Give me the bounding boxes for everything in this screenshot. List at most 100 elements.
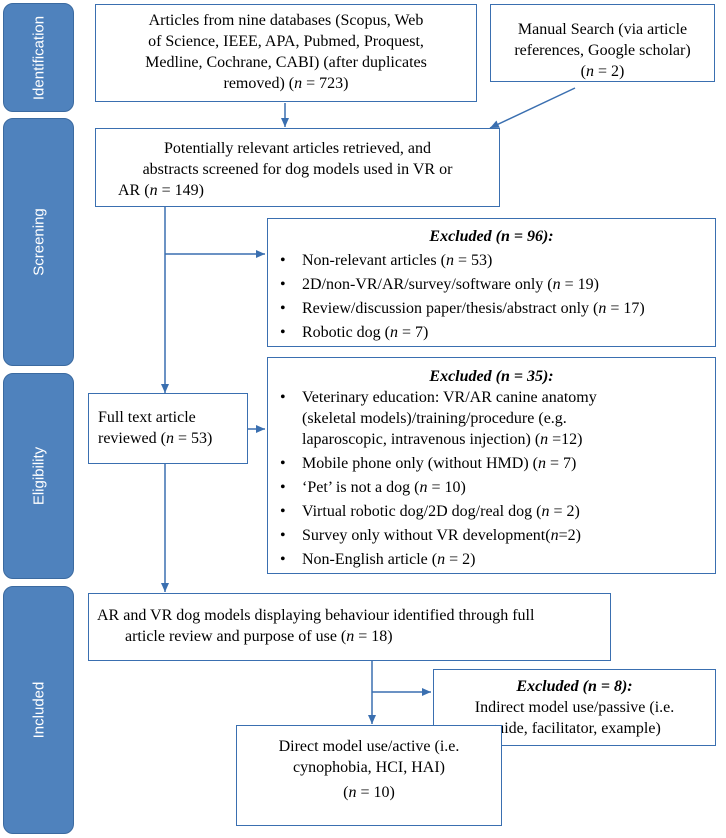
n-symbol: n <box>348 784 357 801</box>
list-item: ‘Pet’ is not a dog (n = 10) <box>268 477 715 498</box>
text: Robotic dog ( <box>302 324 390 341</box>
excluded-8-heading: Excluded (n = 8): <box>516 678 633 695</box>
text: =2) <box>558 527 581 544</box>
excluded-96-heading: Excluded (n = 96): <box>429 228 554 245</box>
direct-line: cynophobia, HCI, HAI) <box>293 759 445 776</box>
n-symbol: n <box>541 503 550 520</box>
text: = 10) <box>427 479 466 496</box>
text: Mobile phone only (without HMD) ( <box>302 455 538 472</box>
list-item: Survey only without VR development(n=2) <box>268 525 715 546</box>
n-symbol: n <box>294 75 303 92</box>
text: = 2) <box>593 63 625 80</box>
screened-line: abstracts screened for dog models used i… <box>142 161 453 178</box>
n-symbol: n <box>537 455 546 472</box>
text: ‘Pet’ is not a dog ( <box>302 479 420 496</box>
databases-box: Articles from nine databases (Scopus, We… <box>95 4 477 102</box>
excluded-35-box: Excluded (n = 35): Veterinary education:… <box>267 357 716 574</box>
text: article review and purpose of use ( <box>125 628 347 645</box>
fulltext-count-line: reviewed (n = 53) <box>98 428 247 449</box>
manual-count-line: (n = 2) <box>491 61 714 82</box>
text: Review/discussion paper/thesis/abstract … <box>302 300 599 317</box>
text: = 723) <box>302 75 349 92</box>
text: Survey only without VR development( <box>302 527 551 544</box>
text: Non-English article ( <box>302 551 438 568</box>
models-count-line: article review and purpose of use (n = 1… <box>97 626 610 647</box>
text: ( <box>580 63 586 80</box>
n-symbol: n <box>445 252 454 269</box>
text: 2D/non-VR/AR/survey/software only ( <box>302 276 553 293</box>
list-item: Non-English article (n = 2) <box>268 549 715 570</box>
list-item: Non-relevant articles (n = 53) <box>268 250 715 271</box>
text: = 18) <box>354 628 393 645</box>
vet-line: (skeletal models)/training/procedure (e.… <box>302 410 567 427</box>
text: = 7) <box>398 324 429 341</box>
text: = 2) <box>445 551 476 568</box>
arrow-manual-to-screening <box>489 87 576 129</box>
text: = 7) <box>545 455 577 472</box>
n-symbol: n <box>390 324 398 341</box>
direct-count-line: (n = 10) <box>237 782 501 803</box>
excluded-35-list: Veterinary education: VR/AR canine anato… <box>268 387 715 570</box>
text: Non-relevant articles ( <box>302 252 446 269</box>
screened-count-line: AR (n = 149) <box>96 180 499 201</box>
screened-line: Potentially relevant articles retrieved,… <box>164 140 431 157</box>
list-item: Robotic dog (n = 7) <box>268 322 715 343</box>
eligibility-phase-bar: Eligibility <box>3 373 74 579</box>
list-item: Virtual robotic dog/2D dog/real dog (n =… <box>268 501 715 522</box>
n-symbol: n <box>550 527 559 544</box>
list-item: Mobile phone only (without HMD) (n = 7) <box>268 453 715 474</box>
text: AR ( <box>118 182 150 199</box>
text: laparoscopic, intravenous injection) ( <box>302 431 541 448</box>
passive-line: guide, facilitator, example) <box>488 720 661 737</box>
fulltext-line: Full text article <box>98 409 196 426</box>
included-phase-bar: Included <box>3 586 74 834</box>
text: ( <box>343 784 349 801</box>
n-symbol: n <box>419 479 428 496</box>
text: = 53) <box>453 252 493 269</box>
databases-count-line: removed) (n = 723) <box>96 73 476 94</box>
databases-line: Articles from nine databases (Scopus, We… <box>148 12 424 29</box>
identification-phase-bar: Identification <box>3 3 74 112</box>
n-symbol: n <box>346 628 355 645</box>
text: removed) ( <box>223 75 295 92</box>
models-line: AR and VR dog models displaying behaviou… <box>97 607 535 624</box>
databases-line: of Science, IEEE, APA, Pubmed, Proquest, <box>148 33 424 50</box>
text: = 149) <box>157 182 204 199</box>
excluded-8-box: Excluded (n = 8): Indirect model use/pas… <box>433 669 716 746</box>
n-symbol: n <box>552 276 561 293</box>
text: reviewed ( <box>98 430 166 447</box>
direct-model-use-box: Direct model use/active (i.e. cynophobia… <box>236 725 502 826</box>
n-symbol: n <box>437 551 446 568</box>
text: = 2) <box>549 503 580 520</box>
n-symbol: n <box>149 182 158 199</box>
manual-search-box: Manual Search (via article references, G… <box>490 4 715 82</box>
direct-line: Direct model use/active (i.e. <box>278 738 460 755</box>
n-symbol: n <box>540 431 549 448</box>
text: =12) <box>548 431 583 448</box>
list-item: 2D/non-VR/AR/survey/software only (n = 1… <box>268 274 715 295</box>
excluded-96-list: Non-relevant articles (n = 53) 2D/non-VR… <box>268 250 715 343</box>
excluded-35-heading: Excluded (n = 35): <box>429 368 554 385</box>
excluded-96-box: Excluded (n = 96): Non-relevant articles… <box>267 218 716 347</box>
text: = 19) <box>560 276 599 293</box>
text: = 17) <box>606 300 645 317</box>
n-symbol: n <box>585 63 594 80</box>
text: = 10) <box>356 784 395 801</box>
full-text-review-box: Full text article reviewed (n = 53) <box>88 393 248 464</box>
manual-line: Manual Search (via article <box>517 21 688 38</box>
screened-articles-box: Potentially relevant articles retrieved,… <box>95 128 500 207</box>
list-item: Review/discussion paper/thesis/abstract … <box>268 298 715 319</box>
included-models-box: AR and VR dog models displaying behaviou… <box>88 593 611 661</box>
text: Virtual robotic dog/2D dog/real dog ( <box>302 503 542 520</box>
n-symbol: n <box>598 300 607 317</box>
text: = 53) <box>173 430 213 447</box>
screening-phase-bar: Screening <box>3 118 74 366</box>
vet-line: Veterinary education: VR/AR canine anato… <box>302 389 597 406</box>
list-item: Veterinary education: VR/AR canine anato… <box>268 387 715 450</box>
manual-line: references, Google scholar) <box>514 42 691 59</box>
passive-line: Indirect model use/passive (i.e. <box>474 699 675 716</box>
databases-line: Medline, Cochrane, CABI) (after duplicat… <box>145 54 427 71</box>
vet-count-line: laparoscopic, intravenous injection) (n … <box>302 429 715 450</box>
